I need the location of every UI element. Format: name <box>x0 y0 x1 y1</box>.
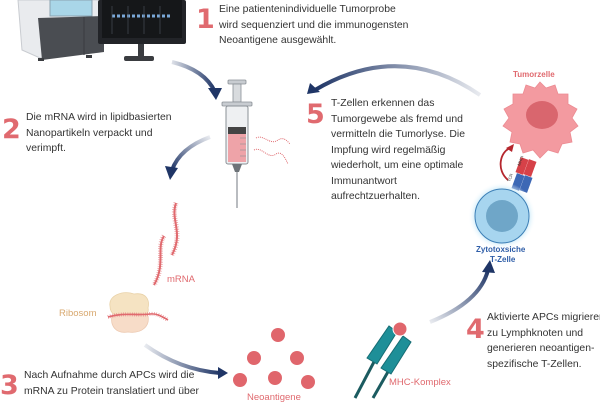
arrow-head <box>307 83 320 94</box>
t-cell-label-line2: T-Zelle <box>490 255 516 264</box>
sequencer-illustration <box>17 0 186 61</box>
t-cell-label-line1: Zytotoxsiche <box>476 245 526 254</box>
tcr-label: TCR <box>506 173 514 183</box>
tcr-mhc-binding-icon: TCR MHCI <box>499 144 537 193</box>
step-2-text: Die mRNA wird in lipidbasierten Nanopart… <box>26 112 172 154</box>
t-cell-icon <box>468 182 536 250</box>
arrow-head <box>208 88 222 100</box>
neoantigen-particle <box>247 351 261 365</box>
arrow-head <box>218 367 228 379</box>
arrow-syringe-to-mrna <box>170 135 211 171</box>
arrow-mhc-to-tcell <box>429 269 490 324</box>
mrna-label: mRNA <box>167 274 195 285</box>
step-4-number: 4 <box>466 314 485 345</box>
tumor-cell-label: Tumorzelle <box>513 70 555 79</box>
mhc-complex-label: MHC-Komplex <box>389 377 451 388</box>
ribosome-icon <box>107 292 169 333</box>
neoantigens-label: Neoantigene <box>247 392 301 403</box>
neoantigen-particle <box>271 328 285 342</box>
sequencer-machine-icon <box>17 0 104 61</box>
syringe-icon <box>221 79 291 208</box>
neoantigen-particle <box>233 373 247 387</box>
ribosome-label: Ribosom <box>59 308 97 319</box>
step-1-text: Eine patientenindividuelle Tumorprobe wi… <box>219 4 409 46</box>
step-4-text: Aktivierte APCs migrieren zu Lymphknoten… <box>487 312 600 370</box>
neoantigens-icon <box>233 328 315 389</box>
mhc-complex-icon <box>353 321 412 399</box>
arrow-ribosome-to-neoantigens <box>143 343 221 375</box>
neoantigen-particle <box>301 375 315 389</box>
arrow-sequencing-to-syringe <box>171 60 217 93</box>
mrna-strands-icon <box>151 202 180 287</box>
step-5-number: 5 <box>306 99 325 130</box>
step-3-text: Nach Aufnahme durch APCs wird die mRNA z… <box>24 370 199 397</box>
mhc1-label: MHCI <box>516 155 524 166</box>
tumor-cell-icon <box>502 81 579 159</box>
monitor-icon <box>98 0 186 61</box>
step-2-number: 2 <box>2 114 21 145</box>
step-5-text: T-Zellen erkennen das Tumorgewebe als fr… <box>331 98 465 202</box>
neoantigen-particle <box>268 371 282 385</box>
step-1-number: 1 <box>196 4 215 35</box>
arrow-head <box>165 166 178 180</box>
arrow-head <box>482 260 495 273</box>
arrow-tumor-to-tcells <box>313 64 482 97</box>
neoantigen-particle <box>290 351 304 365</box>
step-3-number: 3 <box>0 370 19 401</box>
